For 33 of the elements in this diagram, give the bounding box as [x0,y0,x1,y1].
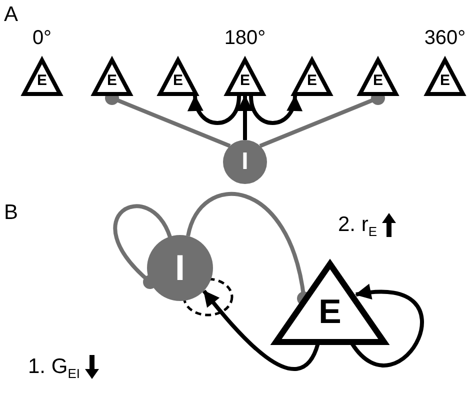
step-label: 1. G$_{EI}$ [28,356,80,380]
triangle-node [356,56,400,96]
node-label: E [318,294,342,329]
triangle-node [156,56,200,96]
arrow [202,290,320,371]
node-label: E [306,73,318,88]
node-label: E [238,73,251,88]
arrow [237,95,253,140]
circle-node [147,235,213,301]
node-label: E [172,73,184,88]
panel-letter: A [4,4,18,25]
inhibitory-connection [113,204,172,289]
panel-letter: B [4,202,18,223]
arrow [350,285,424,367]
angle-label: 180° [224,28,266,48]
node-label: I [174,250,186,286]
step-label: 2. r$_{E}$ [338,214,378,238]
node-label: E [106,73,118,88]
triangle-node [423,56,467,96]
triangle-node [90,56,134,96]
triangle-node [223,56,267,96]
circle-node [223,140,267,184]
angle-label: 360° [424,28,466,48]
node-label: I [240,150,250,174]
node-label: E [36,73,48,88]
triangle-node [270,258,390,345]
triangle-node [20,56,64,96]
arrow [189,95,241,125]
arrow [249,95,301,125]
node-label: E [438,73,451,88]
angle-label: 0° [32,28,52,48]
node-label: E [372,73,384,88]
triangle-node [290,56,334,96]
